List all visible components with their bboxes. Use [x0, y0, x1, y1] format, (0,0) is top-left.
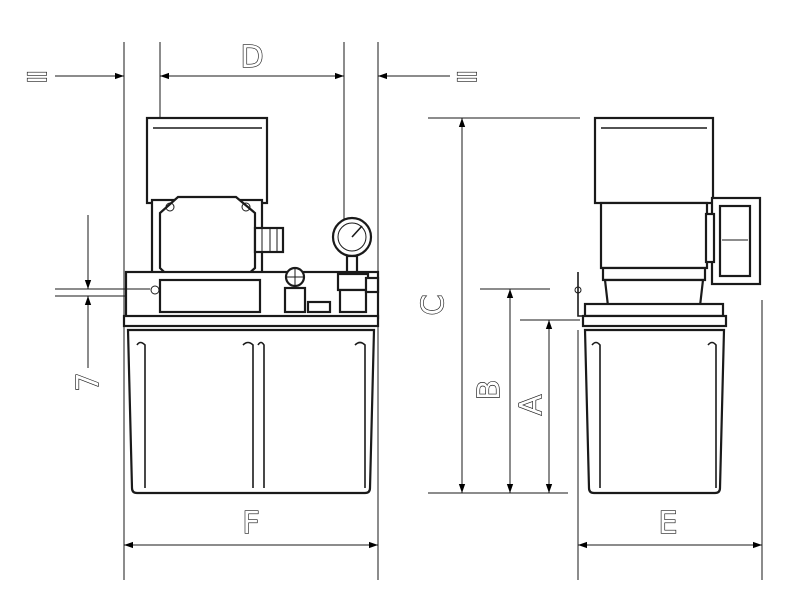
mounting-flange [122, 314, 380, 328]
reservoir-tank [126, 328, 376, 495]
front-view [122, 42, 380, 580]
pump-block [158, 278, 262, 314]
dim-label-7: 7 [71, 372, 106, 391]
side-motor-housing [593, 116, 715, 205]
dim-label-equal-right: = [454, 59, 479, 94]
dim-label-equal-left: = [24, 59, 49, 94]
side-flange [581, 314, 728, 328]
side-reservoir [583, 328, 726, 495]
dim-label-A: A [514, 394, 549, 415]
side-dimensions: C B A E [415, 117, 762, 549]
dim-label-C: C [416, 295, 451, 316]
side-view [574, 116, 763, 580]
dim-label-D: D [240, 40, 263, 75]
side-pump-adapter [603, 278, 705, 308]
gauge-needle [351, 225, 363, 238]
motor-housing [145, 116, 269, 205]
front-dimensions: = = D 7 F [24, 39, 480, 549]
dim-label-F: F [242, 506, 259, 541]
cable-gland [253, 226, 285, 254]
dim-label-B: B [472, 380, 507, 401]
valve-block [336, 272, 370, 292]
side-motor-body [599, 201, 709, 270]
dim-label-E: E [659, 506, 678, 541]
side-lid [583, 302, 725, 318]
